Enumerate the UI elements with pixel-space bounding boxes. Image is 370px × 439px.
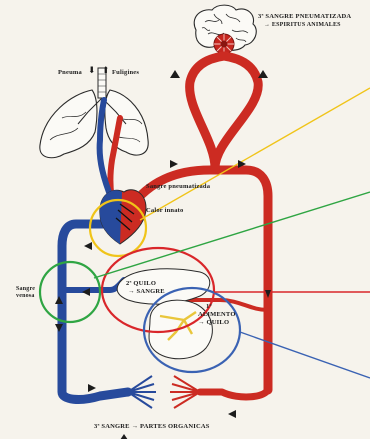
up-arrow-icon: ⬆ xyxy=(102,66,110,75)
lungs-icon xyxy=(40,68,148,158)
label-sangre-pneumatizada-mid: Sangre pneumatizada xyxy=(146,184,210,191)
label-alimento-num: 1º xyxy=(206,304,212,311)
down-arrow-icon: ⬇ xyxy=(88,66,96,75)
capillaries-venous xyxy=(128,376,156,408)
label-alimento: ALIMENTO xyxy=(198,312,236,319)
label-quilo-sangre: → SANGRE xyxy=(128,289,165,296)
brain-icon xyxy=(194,5,256,54)
stomach-pointer-line xyxy=(240,332,370,378)
label-sangre-pneumatizada: 3ª SANGRE PNEUMATIZADA xyxy=(258,14,351,21)
label-alimento-quilo: → QUILO xyxy=(198,320,229,327)
label-sangre-venosa-1: Sangre xyxy=(16,286,35,292)
label-pneuma: Pneuma xyxy=(58,70,82,77)
capillaries-arterial xyxy=(170,376,200,408)
label-sangre-venosa-2: venosa xyxy=(16,293,35,299)
label-calor-innato: Calor innato xyxy=(146,208,184,215)
label-quilo: 2ª QUILO xyxy=(126,281,156,288)
label-fuligines: Fuligines xyxy=(112,70,139,77)
label-sangre-partes-bottom: 3ª SANGRE → PARTES ORGANICAS xyxy=(94,424,210,431)
heart-icon xyxy=(100,190,146,244)
label-espiritus-animales: → ESPIRITUS ANIMALES xyxy=(264,22,341,28)
